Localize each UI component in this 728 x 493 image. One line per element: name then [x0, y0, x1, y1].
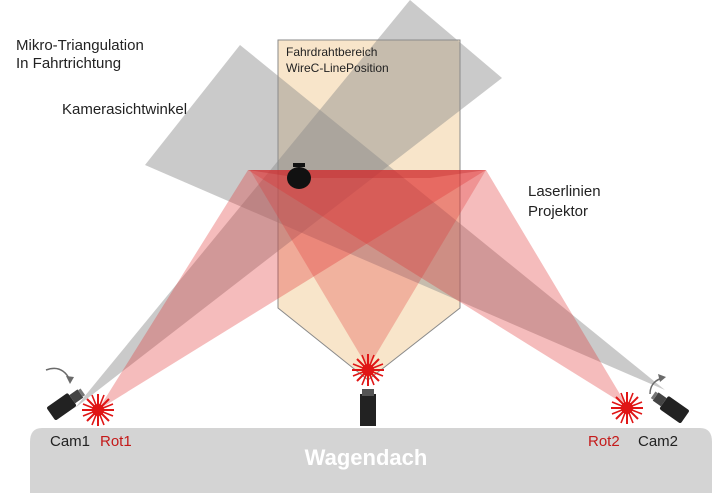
- projector-body: [360, 394, 376, 426]
- roof-label: Wagendach: [305, 445, 428, 470]
- contact-wire: [287, 167, 311, 189]
- cam2-label: Cam2: [638, 433, 678, 450]
- rotation-arrow-left-icon: [45, 367, 71, 381]
- laser-label-line2: Projektor: [528, 203, 588, 220]
- projector-lens: [362, 389, 374, 396]
- camera-left-icon: [47, 388, 86, 420]
- rotation-arrow-left-head: [66, 376, 74, 384]
- contact-wire-top: [293, 163, 305, 167]
- camera-view-cone-left: [75, 0, 502, 408]
- laser-label-line1: Laserlinien: [528, 183, 601, 200]
- camera-right-icon: [650, 391, 689, 423]
- car-roof: [30, 428, 712, 493]
- wire-area: [277, 39, 461, 381]
- camera-view-label: Kamerasichtwinkel: [62, 101, 187, 118]
- laser-plane-center: [250, 170, 486, 368]
- rotation-arrow-right-head: [658, 374, 666, 382]
- laser-plane-left: [98, 170, 486, 410]
- laser-plane-right: [248, 170, 627, 406]
- camera-view-cone-right: [145, 45, 665, 390]
- wire-area-line2: WireC-LinePosition: [286, 61, 389, 75]
- rot2-label: Rot2: [588, 433, 620, 450]
- laser-burst-left-icon: [82, 394, 114, 426]
- cam1-label: Cam1: [50, 433, 90, 450]
- rot1-label: Rot1: [100, 433, 132, 450]
- title-line2: In Fahrtrichtung: [16, 55, 121, 72]
- title-line1: Mikro-Triangulation: [16, 37, 144, 54]
- wire-area-line1: Fahrdrahtbereich: [286, 45, 377, 59]
